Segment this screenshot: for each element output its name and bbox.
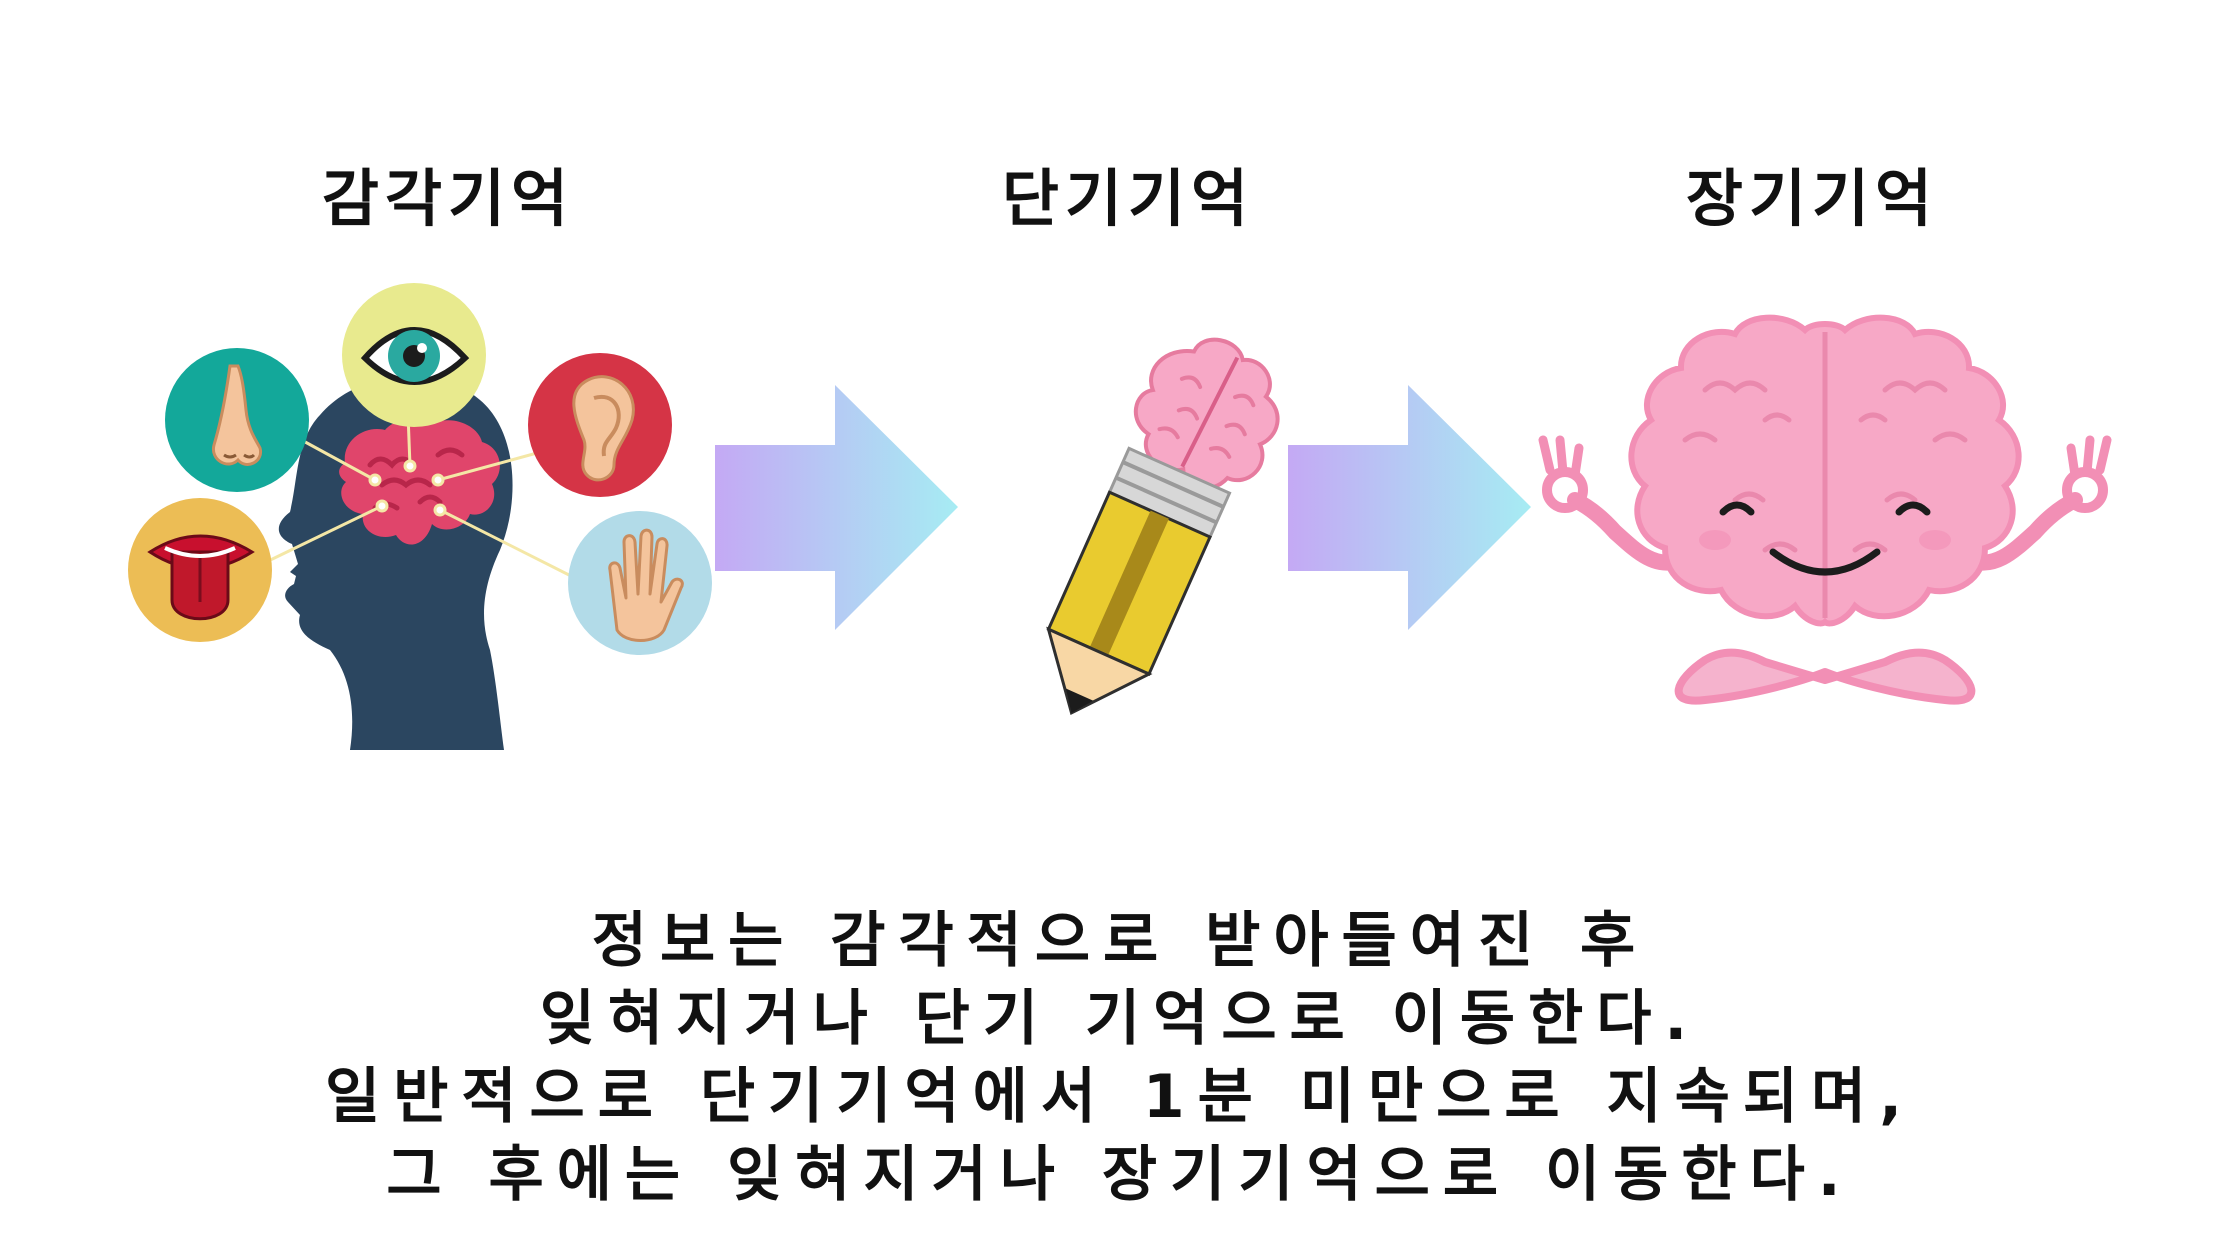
caption-line: 잊혀지거나 단기 기억으로 이동한다.: [539, 984, 1701, 1054]
stage-title-long-term-memory: 장기기억: [1685, 162, 1939, 235]
hand-icon: [568, 511, 712, 655]
caption-line: 그 후에는 잊혀지거나 장기기억으로 이동한다.: [386, 1140, 1854, 1210]
right-arrow-icon: [715, 385, 958, 630]
meditating-brain-icon: [1538, 314, 2112, 705]
head-brain-icon: [278, 376, 513, 750]
tongue-icon: [128, 498, 272, 642]
sensory-memory-illustration: [128, 283, 712, 750]
caption-line: 정보는 감각적으로 받아들여진 후: [591, 906, 1649, 976]
caption-line: 일반적으로 단기기억에서 1분 미만으로 지속되며,: [324, 1062, 1916, 1132]
nose-icon: [165, 348, 309, 492]
caption: 정보는 감각적으로 받아들여진 후 잊혀지거나 단기 기억으로 이동한다. 일반…: [0, 902, 2240, 1214]
right-arrow-icon: [1288, 385, 1531, 630]
pencil-brain-icon: [1046, 337, 1280, 716]
stage-title-sensory-memory: 감각기억: [321, 162, 575, 235]
stage-title-short-term-memory: 단기기억: [1001, 162, 1255, 235]
ear-icon: [528, 353, 672, 497]
eye-icon: [342, 283, 486, 427]
